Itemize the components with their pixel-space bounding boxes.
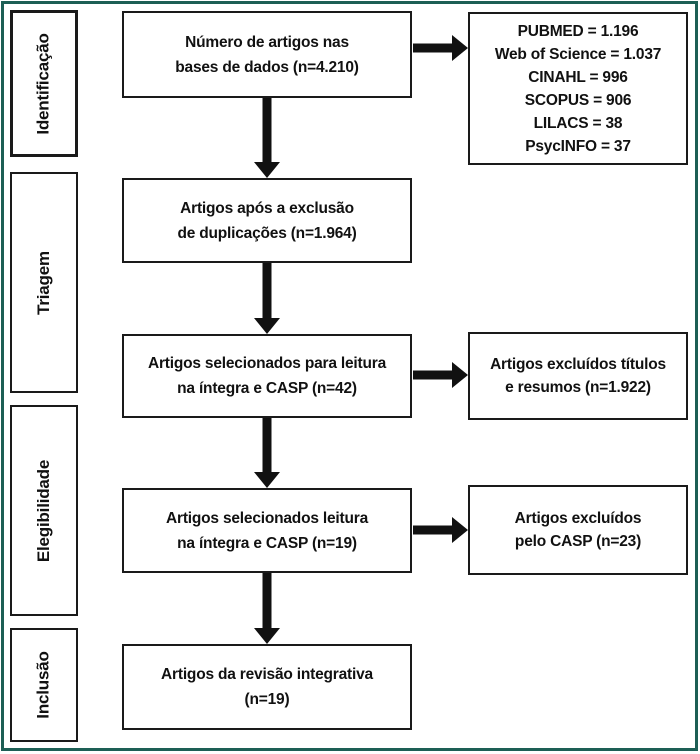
stage-box-identificacao: Identificação: [10, 10, 78, 157]
database-count-line: Web of Science = 1.037: [494, 45, 662, 63]
database-count-line: SCOPUS = 906: [524, 91, 632, 109]
arrow-down-1-icon: [254, 98, 280, 178]
stage-label-triagem: Triagem: [33, 250, 53, 315]
side-box-text-line: Artigos excluídos títulos: [490, 356, 666, 373]
stage-label-inclusao: Inclusão: [34, 651, 53, 719]
flow-box-text-line: Número de artigos nas: [185, 33, 349, 51]
side-box-excluded-titles-abstracts: Artigos excluídos títulos e resumos (n=1…: [468, 332, 688, 420]
stage-box-inclusao: Inclusão: [10, 628, 78, 742]
side-box-text-line: pelo CASP (n=23): [514, 533, 642, 550]
stage-label-identificacao: Identificação: [34, 32, 54, 135]
flow-box-text-line: bases de dados (n=4.210): [175, 58, 359, 76]
arrow-down-2-icon: [254, 263, 280, 334]
arrow-right-3-icon: [413, 517, 468, 543]
database-count-line: PUBMED = 1.196: [517, 22, 639, 40]
stage-label-elegibilidade: Elegibilidade: [34, 459, 54, 562]
flow-box-text-line: na íntegra e CASP (n=42): [177, 380, 357, 397]
arrow-right-2-icon: [413, 362, 468, 388]
database-count-line: PsycINFO = 37: [525, 137, 631, 155]
database-count-line: LILACS = 38: [533, 114, 623, 132]
flow-box-text-line: de duplicações (n=1.964): [177, 224, 357, 242]
arrow-down-4-icon: [254, 573, 280, 644]
flow-box-text-line: Artigos selecionados para leitura: [147, 355, 387, 372]
flow-box-databases-total: Número de artigos nas bases de dados (n=…: [122, 11, 412, 98]
flow-box-included-review: Artigos da revisão integrativa (n=19): [122, 644, 412, 730]
side-box-text-line: e resumos (n=1.922): [505, 379, 651, 396]
arrow-down-3-icon: [254, 418, 280, 488]
side-box-excluded-casp: Artigos excluídos pelo CASP (n=23): [468, 485, 688, 575]
side-box-text-line: Artigos excluídos: [514, 510, 642, 527]
flow-box-after-duplicates: Artigos após a exclusão de duplicações (…: [122, 178, 412, 263]
arrow-right-1-icon: [413, 35, 468, 61]
stage-box-elegibilidade: Elegibilidade: [10, 405, 78, 616]
database-count-line: CINAHL = 996: [528, 68, 628, 86]
flow-box-text-line: na íntegra e CASP (n=19): [177, 534, 357, 552]
side-box-database-breakdown: PUBMED = 1.196 Web of Science = 1.037 CI…: [468, 12, 688, 165]
flow-box-text-line: Artigos após a exclusão: [180, 199, 354, 217]
stage-box-triagem: Triagem: [10, 172, 78, 393]
flow-box-selected-full-reading: Artigos selecionados para leitura na ínt…: [122, 334, 412, 418]
flow-box-selected-casp: Artigos selecionados leitura na íntegra …: [122, 488, 412, 573]
flow-box-text-line: (n=19): [244, 691, 290, 708]
flow-box-text-line: Artigos selecionados leitura: [166, 509, 368, 527]
flow-box-text-line: Artigos da revisão integrativa: [161, 666, 373, 683]
